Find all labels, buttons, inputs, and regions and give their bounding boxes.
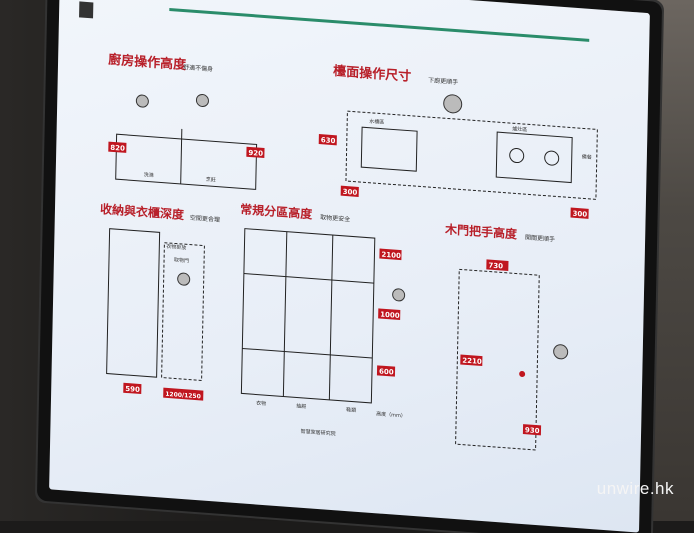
counter-label-stove: 爐灶區: [512, 125, 527, 133]
counter-outline: [345, 110, 598, 200]
wardrobe-title: 收納與衣櫃深度: [100, 201, 185, 222]
counter-figure-head: [443, 94, 463, 114]
door-dim-2210-label: 2210: [462, 357, 482, 366]
counter-dim-300a: [340, 185, 359, 197]
kitchen-dim-820-label: 820: [110, 144, 125, 153]
counter-dim-300b: [570, 207, 589, 219]
display-screen: 廚房操作高度 舒適不傷身 820 920 洗滌 烹飪 檯面操作尺寸 下廚更順手 …: [49, 0, 650, 533]
panel-wardrobe: 收納與衣櫃深度 空間更合理 衣物掛放 取物門 590 1200/1250: [100, 201, 220, 401]
partition-dim-2100: [379, 248, 402, 261]
header-bar: [169, 8, 590, 42]
watermark: unwire.hk: [596, 479, 674, 498]
wardrobe-body: [106, 228, 161, 378]
home-icon: [79, 1, 94, 19]
infographic: 廚房操作高度 舒適不傷身 820 920 洗滌 烹飪 檯面操作尺寸 下廚更順手 …: [79, 1, 598, 451]
wardrobe-dim-590-label: 590: [125, 385, 140, 394]
counter-dim-300a-label: 300: [343, 188, 358, 197]
partition-label-clothes: 衣物: [256, 399, 266, 407]
kitchen-dim-820: [108, 141, 127, 153]
counter-label-prep: 備餐: [582, 153, 592, 161]
door-dim-930: [522, 424, 542, 436]
wardrobe-label-hang: 衣物掛放: [166, 243, 186, 251]
partition-dim-1000-label: 1000: [380, 311, 400, 320]
footer-text: 智慧家居研究院: [301, 428, 336, 438]
partition-label-shoes: 鞋類: [346, 406, 356, 414]
wardrobe-subtitle: 空間更合理: [190, 214, 220, 224]
kitchen-counter: [115, 133, 258, 190]
kitchen-title: 廚房操作高度: [108, 52, 187, 74]
wardrobe-dim-1200-label: 1200/1250: [165, 391, 201, 401]
counter-label-sink: 水槽區: [369, 118, 384, 126]
kitchen-figure-head-1: [135, 94, 149, 108]
counter-dim-630: [318, 134, 337, 146]
door-dim-730-label: 730: [488, 261, 503, 270]
door-figure-head: [553, 344, 569, 360]
counter-dim-630-label: 630: [321, 136, 336, 145]
door-handle: [519, 370, 526, 377]
panel-counter: 檯面操作尺寸 下廚更順手 630 300 300 水槽區 爐灶區 備餐: [318, 63, 598, 219]
counter-dim-300b-label: 300: [572, 210, 587, 219]
partition-label-drawer: 抽屜: [296, 402, 306, 410]
kitchen-subtitle: 舒適不傷身: [183, 63, 213, 73]
panel-partition: 常規分區高度 取物更安全 2100 1000 600 衣物 鞋類 抽屜 高度（m…: [240, 201, 406, 419]
partition-label-height: 高度（mm）: [376, 410, 406, 419]
kitchen-label-wash: 洗滌: [144, 171, 154, 179]
panel-kitchen: 廚房操作高度 舒適不傷身 820 920 洗滌 烹飪: [108, 52, 265, 190]
door-title: 木門把手高度: [444, 221, 518, 241]
kitchen-figure-head-2: [195, 93, 209, 107]
wardrobe-figure-head: [177, 272, 191, 286]
partition-cabinet: [240, 228, 376, 404]
burner-right: [544, 150, 560, 166]
partition-dim-1000: [378, 308, 401, 321]
door-dim-930-label: 930: [525, 426, 540, 435]
door-dim-2210: [460, 354, 483, 367]
wardrobe-dim-590: [123, 382, 142, 395]
partition-subtitle: 取物更安全: [320, 213, 350, 223]
panel-door: 木門把手高度 開關更順手 730 2210 930: [444, 221, 569, 451]
wardrobe-dim-1200: [163, 387, 204, 401]
burner-left: [509, 148, 525, 164]
wardrobe-door-swing: [161, 242, 205, 382]
partition-col-1: [282, 231, 288, 397]
partition-shelf-1: [243, 273, 374, 284]
kitchen-divider: [180, 128, 183, 184]
partition-dim-2100-label: 2100: [381, 251, 401, 260]
partition-shelf-2: [242, 347, 373, 359]
counter-subtitle: 下廚更順手: [428, 76, 458, 86]
door-dim-730: [486, 259, 509, 271]
kitchen-dim-920: [246, 146, 265, 159]
door-subtitle: 開關更順手: [525, 233, 555, 243]
kitchen-label-cook: 烹飪: [206, 176, 216, 184]
partition-title: 常規分區高度: [240, 201, 313, 221]
kitchen-dim-920-label: 920: [248, 149, 263, 158]
wardrobe-label-door: 取物門: [174, 256, 189, 264]
door-outline: [455, 268, 540, 451]
partition-col-2: [328, 235, 334, 400]
counter-title: 檯面操作尺寸: [332, 63, 411, 85]
partition-dim-600: [376, 365, 396, 377]
counter-sink: [360, 126, 418, 172]
partition-figure-head: [392, 288, 406, 302]
partition-dim-600-label: 600: [379, 367, 394, 376]
counter-stove: [495, 131, 573, 184]
